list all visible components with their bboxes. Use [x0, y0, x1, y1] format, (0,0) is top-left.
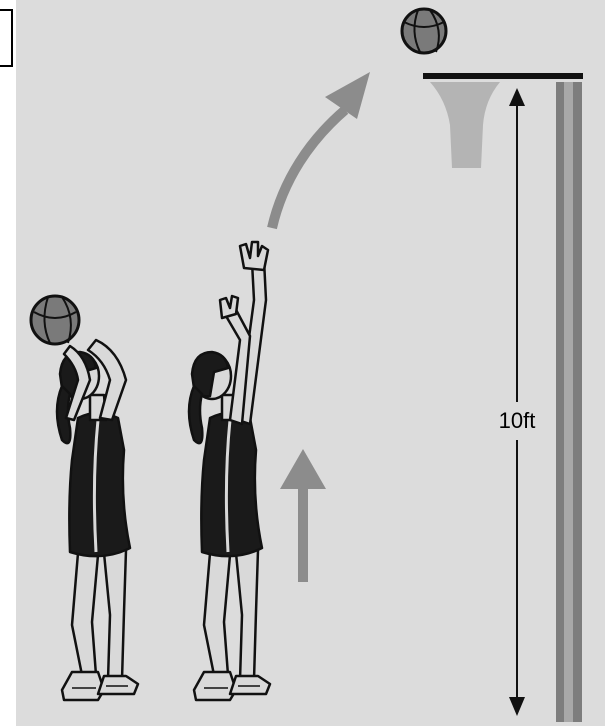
height-label: 10ft [499, 408, 536, 433]
netball-icon [31, 296, 79, 344]
right-margin [605, 0, 612, 726]
goal-ring [423, 73, 583, 79]
goal-post [556, 82, 582, 722]
netball-icon [402, 9, 446, 53]
left-separator [0, 95, 14, 726]
adjacent-panel-frame [0, 10, 12, 66]
